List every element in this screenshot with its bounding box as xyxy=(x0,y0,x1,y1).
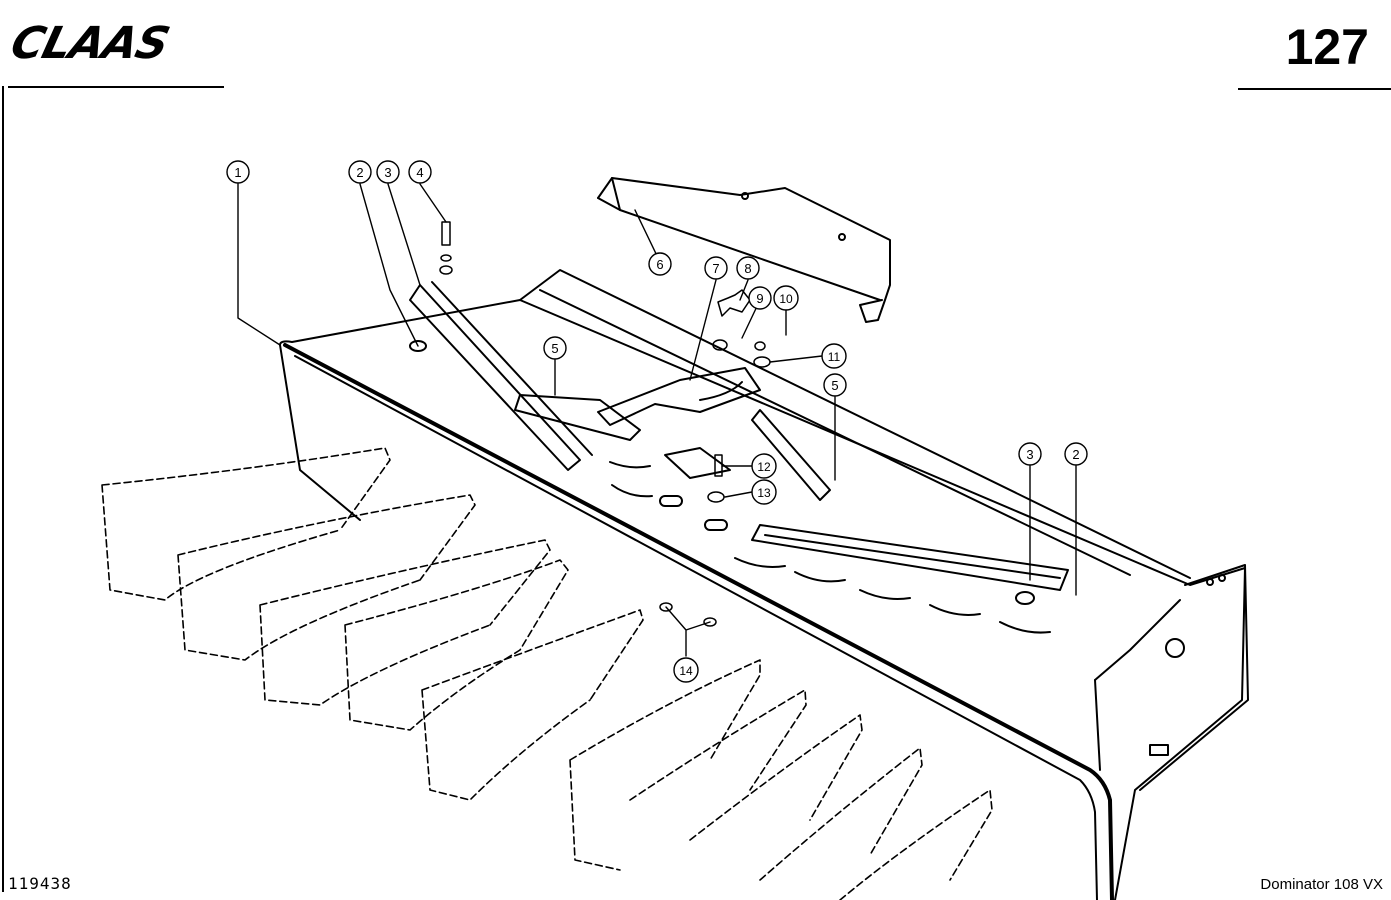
callout-2b: 2 xyxy=(1064,442,1088,466)
callout-label: 9 xyxy=(756,291,763,306)
callout-5a: 5 xyxy=(543,336,567,360)
callout-label: 6 xyxy=(656,257,663,272)
callout-13: 13 xyxy=(751,479,777,505)
support-struts xyxy=(514,394,831,501)
callout-label: 11 xyxy=(828,350,841,364)
callout-11: 11 xyxy=(821,343,847,369)
callout-14: 14 xyxy=(673,657,699,683)
chopper-housing xyxy=(279,269,1249,900)
callout-3a: 3 xyxy=(376,160,400,184)
callouts: 1 2 3 4 2 3 5 6 7 8 9 10 11 5 12 13 14 xyxy=(226,160,1088,683)
callout-9: 9 xyxy=(748,286,772,310)
callout-12: 12 xyxy=(751,453,777,479)
callout-label: 2 xyxy=(356,165,363,180)
callout-label: 1 xyxy=(234,165,241,180)
callout-label: 3 xyxy=(1026,447,1033,462)
callout-8: 8 xyxy=(736,256,760,280)
counter-knife-blades xyxy=(101,447,993,900)
frame-left-border xyxy=(2,86,4,892)
callout-label: 14 xyxy=(679,664,693,678)
callout-3b: 3 xyxy=(1018,442,1042,466)
callout-5b: 5 xyxy=(823,373,847,397)
callout-1: 1 xyxy=(226,160,250,184)
callout-label: 12 xyxy=(757,460,771,474)
callout-6: 6 xyxy=(648,252,672,276)
callout-7: 7 xyxy=(704,256,728,280)
callout-10: 10 xyxy=(773,285,799,311)
fasteners xyxy=(439,221,771,627)
callout-label: 7 xyxy=(712,261,719,276)
callout-label: 2 xyxy=(1072,447,1079,462)
header-rule-right xyxy=(1238,88,1391,90)
leader-lines xyxy=(237,183,1077,657)
cover-plate xyxy=(597,177,891,323)
callout-label: 8 xyxy=(744,261,751,276)
callout-label: 13 xyxy=(757,486,771,500)
callout-label: 3 xyxy=(384,165,391,180)
page-number: 127 xyxy=(1285,19,1369,75)
guide-rail-right xyxy=(751,524,1069,605)
drawing-number: 119438 xyxy=(8,874,72,893)
callout-2a: 2 xyxy=(348,160,372,184)
callout-label: 5 xyxy=(831,378,838,393)
header-rule-left xyxy=(8,86,224,88)
callout-label: 4 xyxy=(416,165,423,180)
callout-label: 10 xyxy=(779,292,793,306)
guide-rail-left xyxy=(409,281,593,471)
model-name: Dominator 108 VX xyxy=(1260,876,1383,893)
callout-label: 5 xyxy=(551,341,558,356)
callout-4: 4 xyxy=(408,160,432,184)
